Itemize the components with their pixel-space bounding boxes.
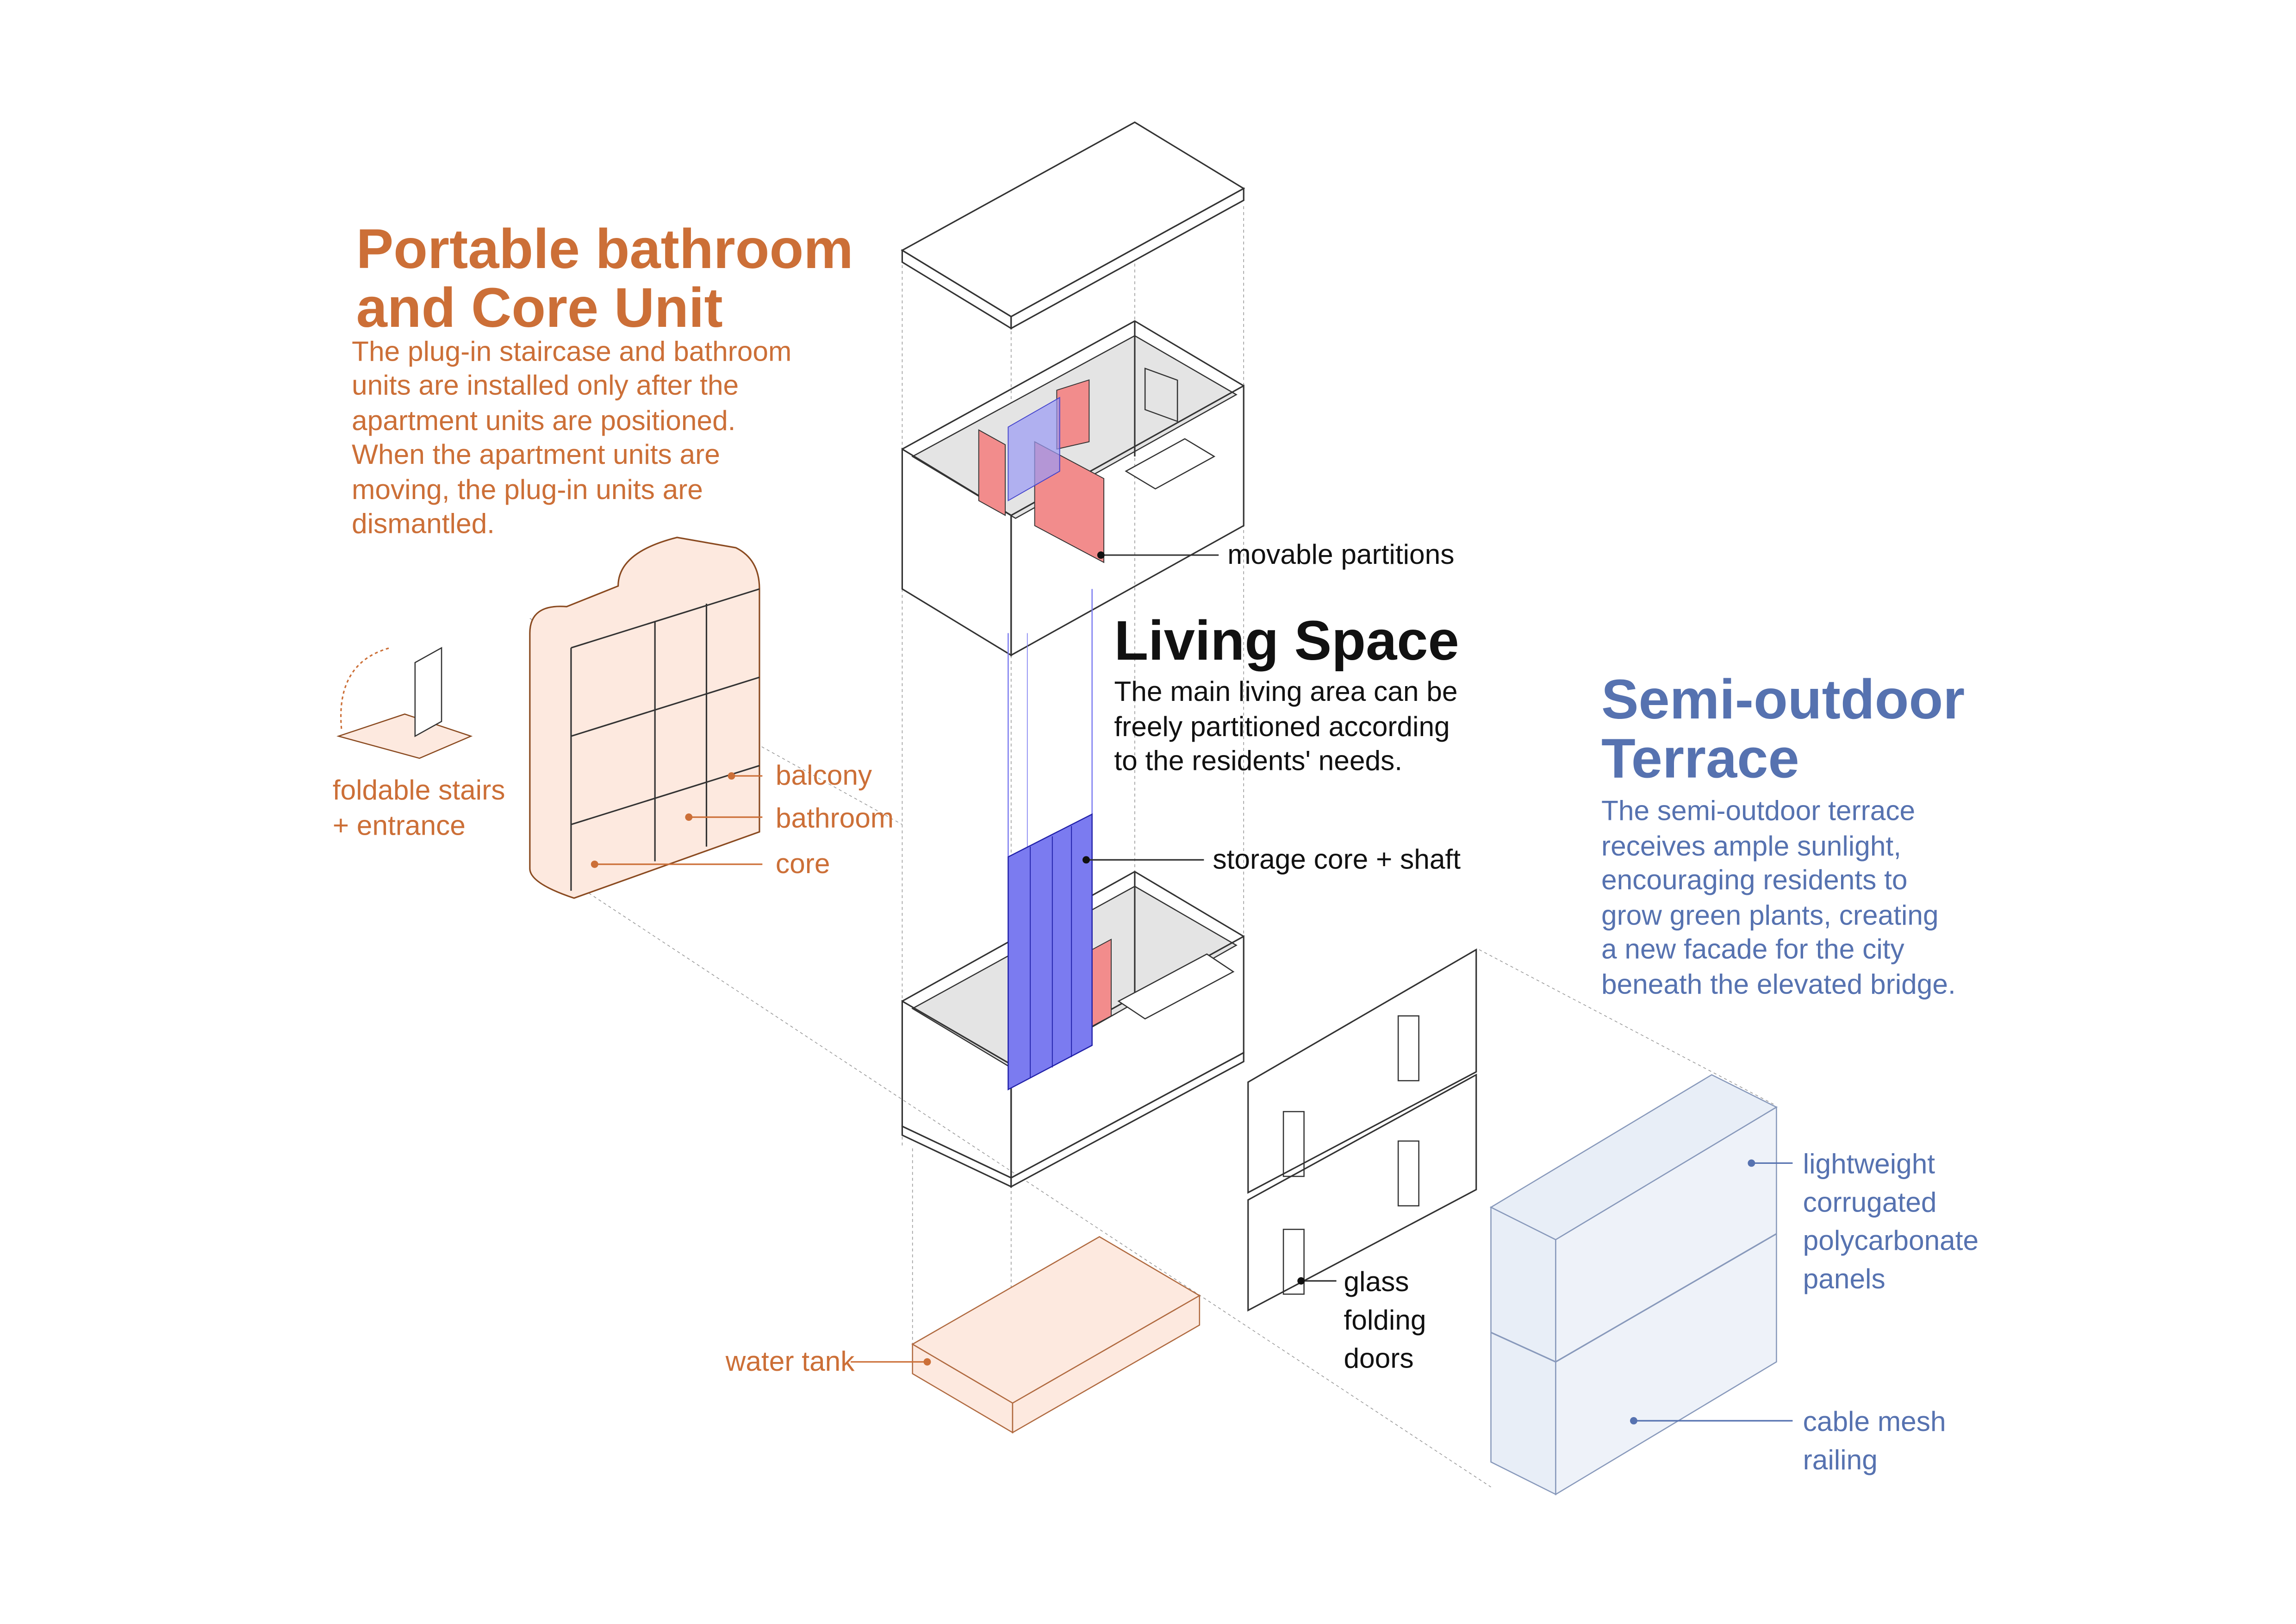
water-tank xyxy=(911,1236,1201,1434)
cable-mesh-railing-label: cable mesh railing xyxy=(1803,1405,1954,1475)
glass-doors-label: glass folding doors xyxy=(1344,1266,1434,1374)
core-title: Portable bathroom and Core Unit xyxy=(356,218,869,339)
bathroom-label: bathroom xyxy=(776,802,894,833)
semi-outdoor-terrace-module xyxy=(1489,1074,1778,1496)
movable-partition xyxy=(978,429,1006,516)
foldable-stairs-entrance xyxy=(336,647,473,759)
core-label: core xyxy=(776,848,830,879)
upper-living-module xyxy=(901,320,1244,657)
terrace-description: The semi-outdoor terrace receives ample … xyxy=(1601,794,1956,999)
leader-lines xyxy=(591,551,1793,1424)
movable-partition xyxy=(1056,379,1090,450)
water-tank-label: water tank xyxy=(725,1345,855,1377)
balcony-label: balcony xyxy=(776,759,872,791)
movable-partitions-label: movable partitions xyxy=(1227,538,1454,570)
storage-core-label: storage core + shaft xyxy=(1213,843,1461,874)
roof-slab xyxy=(901,121,1245,330)
polycarbonate-panels-label: lightweight corrugated polycarbonate pan… xyxy=(1803,1148,1986,1294)
glass-folding-doors xyxy=(1247,948,1477,1312)
portable-bathroom-core-unit xyxy=(529,537,760,899)
storage-core-shaft xyxy=(1008,813,1093,1091)
terrace-title: Semi-outdoor Terrace xyxy=(1601,668,1980,789)
foldable-stairs-label: foldable stairs + entrance xyxy=(333,774,513,841)
living-title: Living Space xyxy=(1114,609,1459,672)
core-description: The plug-in staircase and bathroom units… xyxy=(352,335,799,539)
shaft-guides xyxy=(1008,589,1093,857)
living-description: The main living area can be freely parti… xyxy=(1114,675,1465,776)
lower-living-module xyxy=(901,813,1244,1188)
